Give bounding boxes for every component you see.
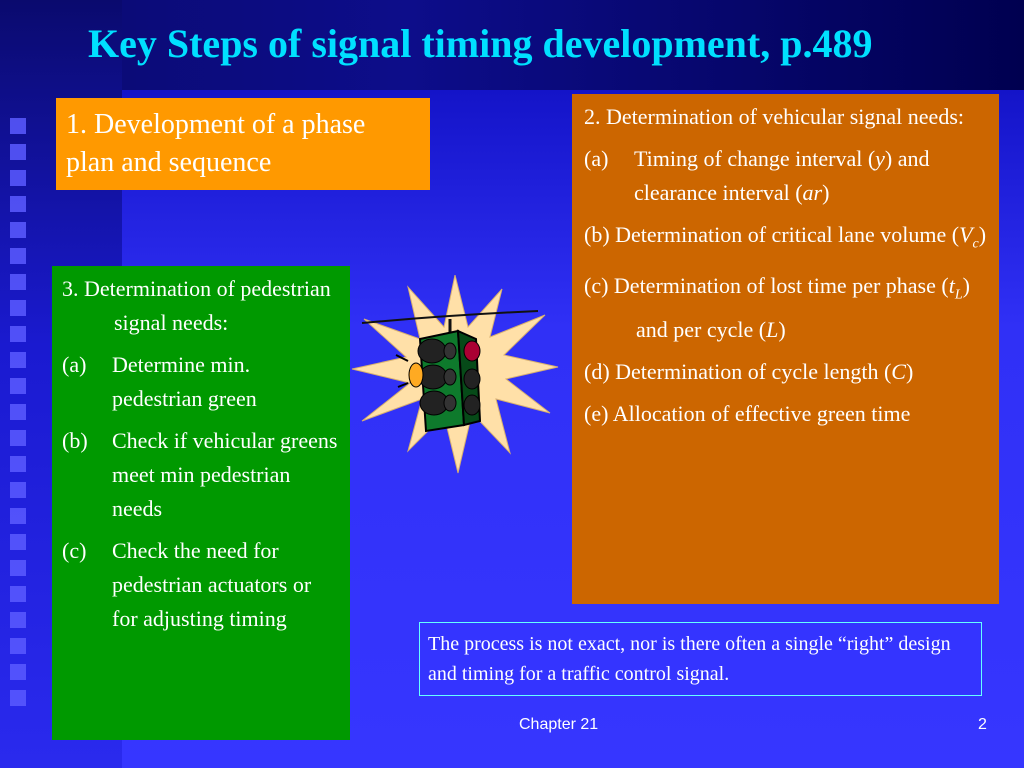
step-2-box: 2. Determination of vehicular signal nee… (572, 94, 999, 604)
step-1-text: 1. Development of a phase plan and seque… (66, 109, 366, 178)
slide-number: 2 (978, 716, 987, 733)
list-item: (a)Determine min. pedestrian green (62, 352, 257, 411)
decorative-squares (6, 118, 36, 716)
list-item: (d) Determination of cycle length (C) (584, 358, 914, 384)
list-item: (e) Allocation of effective green time (584, 400, 911, 426)
list-item: (c)Check the need for pedestrian actuato… (62, 538, 312, 631)
step-1-box: 1. Development of a phase plan and seque… (56, 98, 430, 190)
step-2-heading: 2. Determination of vehicular signal nee… (584, 104, 964, 129)
footer-chapter: Chapter 21 (519, 716, 599, 733)
slide-title: Key Steps of signal timing development, … (88, 21, 873, 66)
step-3-heading: 3. Determination of pedestrian signal ne… (62, 276, 331, 335)
list-item: (a) Timing of change interval (y) and cl… (584, 146, 930, 205)
list-item: (b) Determination of critical lane volum… (584, 222, 987, 252)
step-3-box: 3. Determination of pedestrian signal ne… (52, 266, 350, 740)
background-top-band (0, 0, 1024, 90)
list-item: (c) Determination of lost time per phase… (584, 273, 970, 342)
process-note: The process is not exact, nor is there o… (419, 622, 982, 696)
traffic-signal-burst-icon (351, 275, 559, 474)
list-item: (b)Check if vehicular greens meet min pe… (62, 428, 338, 521)
